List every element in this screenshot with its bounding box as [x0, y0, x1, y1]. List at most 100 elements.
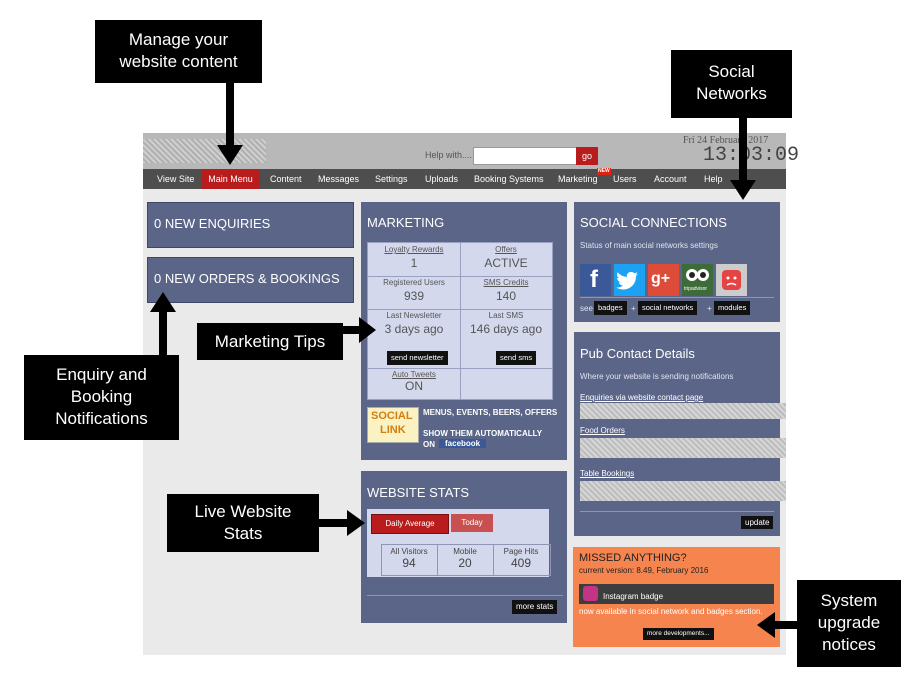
nav-content[interactable]: Content: [270, 174, 302, 184]
see-label: see: [580, 304, 593, 313]
enquiries-panel[interactable]: 0 NEW ENQUIRIES: [147, 202, 354, 248]
arrow-marketing-tips: [343, 317, 376, 343]
table-bookings-label[interactable]: Table Bookings: [580, 469, 635, 478]
nav-uploads[interactable]: Uploads: [425, 174, 459, 184]
arrow-manage: [217, 83, 243, 165]
tripadvisor-icon[interactable]: tripadvisor: [682, 264, 713, 296]
modules-button[interactable]: modules: [714, 301, 751, 315]
enquiries-email-field[interactable]: [580, 403, 786, 419]
arrow-social: [730, 118, 756, 200]
help-search-input[interactable]: [473, 147, 577, 165]
nav-main-menu[interactable]: Main Menu: [201, 169, 260, 189]
marketing-panel: MARKETING Loyalty Rewards 1 Offers ACTIV…: [361, 202, 567, 460]
nav-marketing[interactable]: Marketing: [558, 174, 598, 184]
mobile-value: 20: [458, 556, 472, 570]
offers-label[interactable]: Offers: [495, 245, 517, 254]
website-stats-panel: WEBSITE STATS Daily Average Today All Vi…: [361, 471, 567, 623]
current-version: current version: 8.49, February 2016: [579, 566, 709, 575]
site-logo-placeholder: [143, 139, 266, 163]
stats-box: Daily Average Today All Visitors 94 Mobi…: [367, 509, 551, 577]
table-bookings-field[interactable]: [580, 481, 786, 501]
auto-tweets-value: ON: [405, 379, 423, 393]
orders-count: 0 NEW ORDERS & BOOKINGS: [154, 271, 340, 286]
offers-cell[interactable]: Offers ACTIVE: [460, 245, 552, 270]
social-subtitle: Status of main social networks settings: [580, 241, 718, 250]
help-go-button[interactable]: go: [576, 147, 598, 165]
registered-label: Registered Users: [383, 278, 445, 287]
last-sms-cell: Last SMS 146 days ago: [460, 311, 552, 336]
callout-marketing-tips: Marketing Tips: [197, 323, 343, 360]
loyalty-label[interactable]: Loyalty Rewards: [384, 245, 444, 254]
top-bar: Help with.... go Fri 24 February 2017 13…: [143, 133, 799, 169]
nav-account[interactable]: Account: [654, 174, 687, 184]
tab-today[interactable]: Today: [451, 514, 493, 532]
arrow-live-stats: [319, 510, 365, 536]
enquiries-email-label[interactable]: Enquiries via website contact page: [580, 393, 704, 402]
all-visitors-label: All Visitors: [390, 547, 428, 556]
nav-view-site[interactable]: View Site: [157, 174, 195, 184]
mobile-label: Mobile: [453, 547, 477, 556]
marketing-grid: Loyalty Rewards 1 Offers ACTIVE Register…: [367, 242, 553, 400]
promo-line-1: MENUS, EVENTS, BEERS, OFFERS: [423, 408, 558, 417]
page-hits-value: 409: [510, 556, 532, 570]
auto-tweets-label[interactable]: Auto Tweets: [392, 370, 436, 379]
instagram-label: Instagram badge: [603, 592, 664, 601]
loyalty-cell[interactable]: Loyalty Rewards 1: [368, 245, 460, 270]
all-visitors-cell: All Visitors 94: [383, 547, 435, 570]
nav-help[interactable]: Help: [704, 174, 723, 184]
instagram-badge-row[interactable]: Instagram badge: [579, 584, 774, 604]
sms-credits-label[interactable]: SMS Credits: [483, 278, 529, 287]
facebook-icon[interactable]: f: [580, 264, 611, 296]
tab-daily-average[interactable]: Daily Average: [371, 514, 449, 534]
last-newsletter-cell: Last Newsletter 3 days ago: [368, 311, 460, 336]
facebook-pill[interactable]: facebook: [439, 439, 487, 448]
nav-messages[interactable]: Messages: [318, 174, 360, 184]
new-badge: NEW: [597, 168, 611, 175]
contact-subtitle: Where your website is sending notificati…: [580, 372, 734, 381]
food-orders-field[interactable]: [580, 438, 786, 458]
auto-tweets-cell[interactable]: Auto Tweets ON: [368, 370, 460, 393]
page-hits-label: Page Hits: [503, 547, 539, 556]
badges-button[interactable]: badges: [594, 301, 627, 315]
promo-on: ON: [423, 440, 435, 449]
orders-panel[interactable]: 0 NEW ORDERS & BOOKINGS: [147, 257, 354, 303]
enquiries-count: 0 NEW ENQUIRIES: [154, 216, 271, 231]
nav-users[interactable]: Users: [613, 174, 637, 184]
upgrade-notice-panel: MISSED ANYTHING? current version: 8.49, …: [573, 547, 780, 647]
social-networks-button[interactable]: social networks: [638, 301, 698, 315]
marketing-title: MARKETING: [367, 215, 445, 230]
page-hits-cell: Page Hits 409: [495, 547, 547, 570]
update-button[interactable]: update: [741, 516, 774, 529]
last-newsletter-value: 3 days ago: [384, 322, 444, 336]
social-title: SOCIAL CONNECTIONS: [580, 215, 727, 230]
last-sms-label: Last SMS: [488, 311, 524, 320]
instagram-icon: [583, 586, 598, 601]
last-sms-value: 146 days ago: [469, 322, 543, 336]
nav-settings[interactable]: Settings: [375, 174, 408, 184]
twitter-icon[interactable]: [614, 264, 645, 296]
help-label: Help with....: [425, 150, 473, 160]
google-plus-icon[interactable]: g+: [648, 264, 679, 296]
food-orders-label[interactable]: Food Orders: [580, 426, 625, 435]
loyalty-value: 1: [410, 256, 418, 270]
more-stats-button[interactable]: more stats: [512, 600, 558, 614]
all-visitors-value: 94: [402, 556, 416, 570]
promo-line-2: SHOW THEM AUTOMATICALLY: [423, 429, 543, 438]
status-face-icon[interactable]: [716, 264, 747, 296]
more-developments-button[interactable]: more developments...: [643, 628, 714, 640]
registered-cell: Registered Users 939: [368, 278, 460, 303]
social-link-logo[interactable]: SOCIAL LINK: [367, 407, 419, 443]
send-sms-button[interactable]: send sms: [496, 351, 537, 365]
upgrade-note: now available in social network and badg…: [579, 607, 763, 616]
send-newsletter-button[interactable]: send newsletter: [387, 351, 448, 365]
offers-value: ACTIVE: [484, 256, 528, 270]
social-connections-panel: SOCIAL CONNECTIONS Status of main social…: [574, 202, 780, 322]
sms-credits-cell[interactable]: SMS Credits 140: [460, 278, 552, 303]
contact-title: Pub Contact Details: [580, 346, 695, 361]
admin-dashboard: Help with.... go Fri 24 February 2017 13…: [143, 133, 799, 655]
registered-value: 939: [403, 289, 425, 303]
nav-booking-systems[interactable]: Booking Systems: [474, 174, 544, 184]
